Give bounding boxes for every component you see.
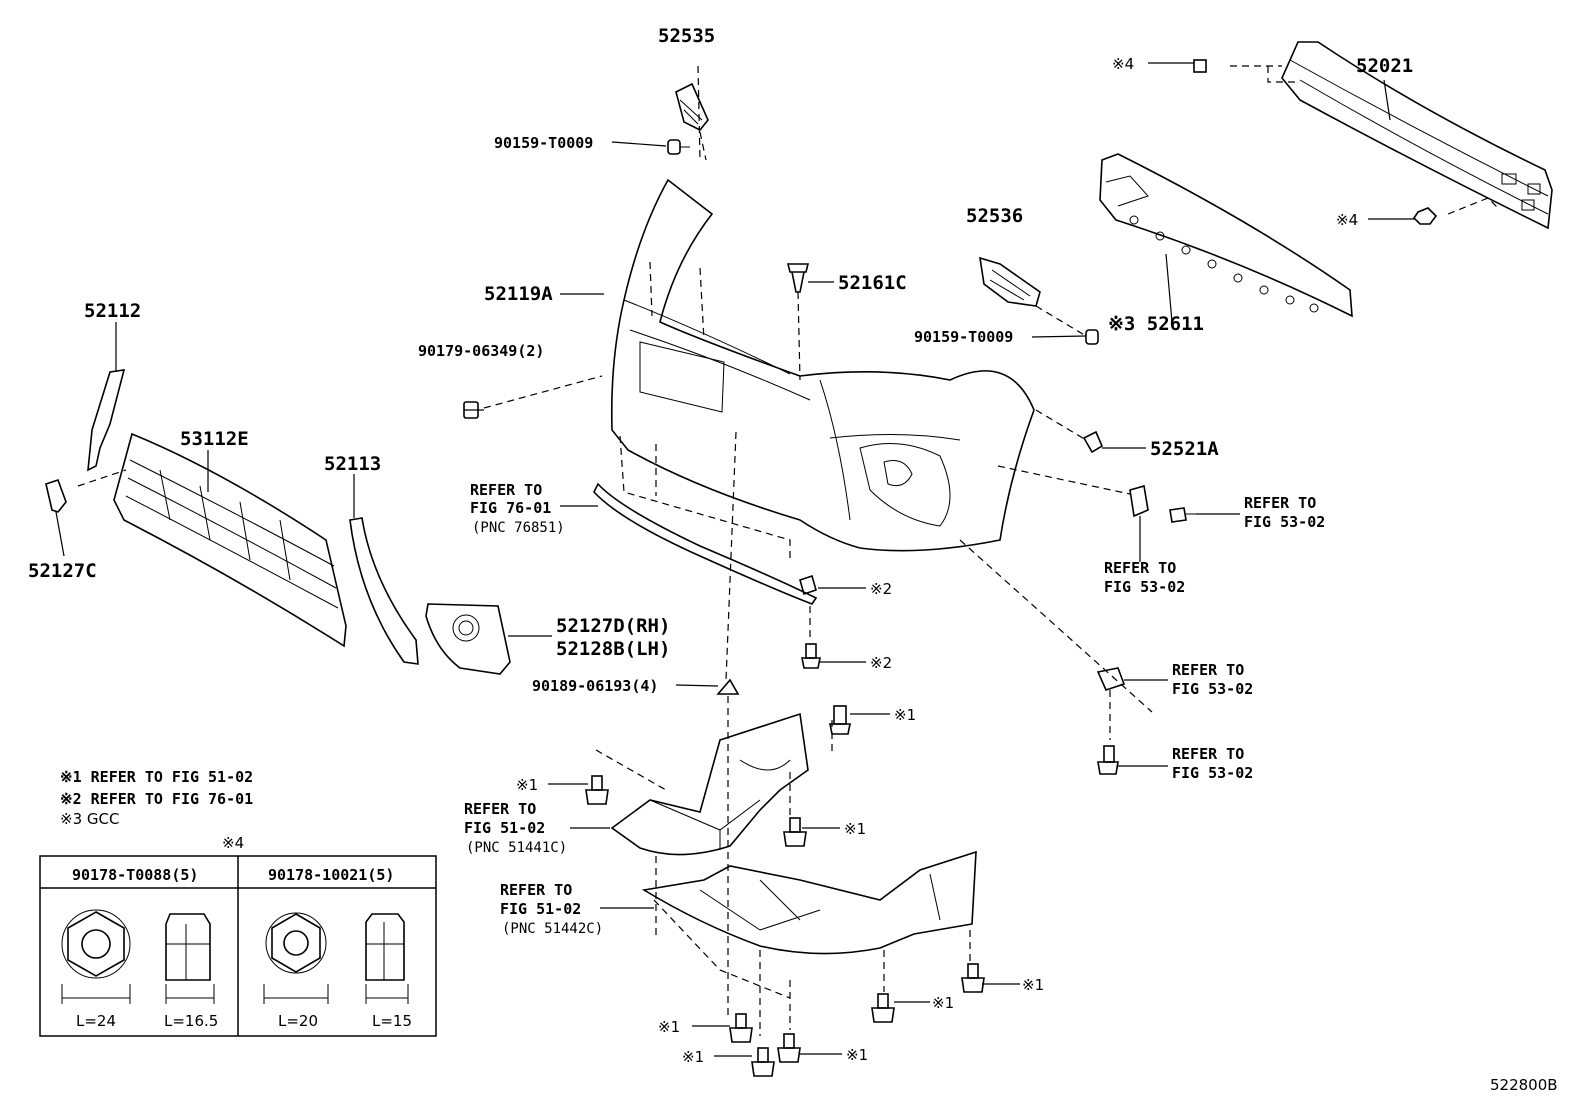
grille-53112e	[113, 432, 347, 648]
bolt-n1-d	[961, 963, 985, 993]
clip-90159-b	[1085, 329, 1099, 345]
nut-t0088-top-view	[61, 909, 131, 1004]
bracket-53-02-b	[1096, 667, 1126, 691]
bolt-53-02	[1097, 745, 1119, 775]
ref-fig7601-line1: REFER TO	[470, 481, 542, 499]
ref-5102a-line1: REFER TO	[464, 800, 536, 818]
bolt-n1-e	[871, 993, 895, 1023]
label-n4-mid: ※4	[1336, 211, 1358, 229]
bolt-n1-a	[829, 705, 851, 735]
label-52127d: 52127D(RH)	[556, 615, 670, 637]
nut-table-header-1: 90178-T0088(5)	[72, 866, 198, 884]
bracket-52536	[979, 256, 1041, 307]
bolt-n1-c	[783, 817, 807, 847]
label-n1-e: ※1	[932, 994, 954, 1012]
label-52128b: 52128B(LH)	[556, 638, 670, 660]
label-n4-top: ※4	[1112, 55, 1134, 73]
clip-n2-a	[799, 574, 817, 596]
nut-dim-3: L=20	[278, 1012, 318, 1030]
label-52112: 52112	[84, 300, 141, 322]
nut-n4-top	[1193, 59, 1207, 73]
fog-cover-52127d	[425, 603, 511, 675]
label-90159-t0009-b: 90159-T0009	[914, 328, 1013, 346]
label-90179-06349: 90179-06349(2)	[418, 342, 544, 360]
label-52521a: 52521A	[1150, 438, 1219, 460]
label-n1-f: ※1	[658, 1018, 680, 1036]
nut-t0088-side-view	[165, 913, 215, 1004]
label-52127c: 52127C	[28, 560, 97, 582]
bolt-n1-g	[777, 1033, 801, 1063]
nut-table-header-2: 90178-10021(5)	[268, 866, 394, 884]
label-52611: ※3 52611	[1108, 313, 1204, 335]
note-3: ※3 GCC	[60, 810, 119, 828]
bumper-cover-52119a	[610, 178, 1035, 552]
molding-52113	[349, 517, 419, 665]
ref-5302c-line2: FIG 53-02	[1172, 680, 1253, 698]
ref-5302b-line1: REFER TO	[1104, 559, 1176, 577]
label-52535: 52535	[658, 25, 715, 47]
clip-52521a	[1082, 430, 1104, 454]
nut-dim-1: L=24	[76, 1012, 116, 1030]
ref-5302d-line1: REFER TO	[1172, 745, 1244, 763]
ref-5302c-line1: REFER TO	[1172, 661, 1244, 679]
label-n1-a: ※1	[894, 706, 916, 724]
label-n2-a: ※2	[870, 580, 892, 598]
label-n1-d: ※1	[1022, 976, 1044, 994]
label-53112e: 53112E	[180, 428, 249, 450]
ref-5102a-line2: FIG 51-02	[464, 819, 545, 837]
ref-5302a-line2: FIG 53-02	[1244, 513, 1325, 531]
label-n1-h: ※1	[682, 1048, 704, 1066]
ref-fig7601-line3: (PNC 76851)	[472, 520, 565, 536]
clip-52161c	[786, 263, 810, 293]
label-90159-t0009-a: 90159-T0009	[494, 134, 593, 152]
ref-5302b-line2: FIG 53-02	[1104, 578, 1185, 596]
ref-5302a-line1: REFER TO	[1244, 494, 1316, 512]
bolt-n1-h	[751, 1047, 775, 1077]
nut-dim-2: L=16.5	[164, 1012, 218, 1030]
bracket-53-02-a	[1129, 484, 1196, 523]
clip-90159-a	[667, 139, 690, 155]
nut-dim-4: L=15	[372, 1012, 412, 1030]
nut-table-title: ※4	[222, 834, 244, 852]
reinforcement-52021	[1281, 41, 1553, 230]
absorber-52611	[1099, 153, 1353, 318]
ref-5102b-line2: FIG 51-02	[500, 900, 581, 918]
label-90189-06193: 90189-06193(4)	[532, 677, 658, 695]
label-52536: 52536	[966, 205, 1023, 227]
label-n2-b: ※2	[870, 654, 892, 672]
label-n1-c: ※1	[844, 820, 866, 838]
nut-90189-06193	[716, 678, 740, 695]
nut-n4-mid	[1412, 207, 1438, 225]
under-cover-51441c	[610, 712, 809, 856]
label-52119a: 52119A	[484, 283, 553, 305]
note-2: ※2 REFER TO FIG 76-01	[60, 790, 253, 808]
cover-52127c	[45, 478, 67, 513]
bracket-52535	[675, 82, 709, 132]
label-n1-g: ※1	[846, 1046, 868, 1064]
ref-fig7601-line2: FIG 76-01	[470, 499, 551, 517]
lower-strip-76851	[593, 482, 818, 605]
bolt-n2-b	[801, 643, 821, 669]
label-n1-b: ※1	[516, 776, 538, 794]
nut-10021-side-view	[365, 913, 409, 1004]
label-52021: 52021	[1356, 55, 1413, 77]
ref-5102b-line1: REFER TO	[500, 881, 572, 899]
diagram-code: 522800B	[1490, 1076, 1558, 1094]
bolt-n1-f	[729, 1013, 753, 1043]
nut-table: ※4 90178-T0088(5) 90178-10021(5)	[39, 834, 437, 1037]
bolt-n1-b	[585, 775, 609, 805]
under-cover-51442c	[641, 850, 977, 955]
side-piece-52112	[87, 369, 126, 472]
note-1: ※1 REFER TO FIG 51-02	[60, 768, 253, 786]
leader-lines	[55, 62, 1414, 1057]
label-52113: 52113	[324, 453, 381, 475]
ref-5102a-line3: (PNC 51441C)	[466, 840, 567, 856]
ref-5102b-line3: (PNC 51442C)	[502, 921, 603, 937]
nut-10021-top-view	[263, 912, 329, 1004]
ref-5302d-line2: FIG 53-02	[1172, 764, 1253, 782]
label-52161c: 52161C	[838, 272, 907, 294]
